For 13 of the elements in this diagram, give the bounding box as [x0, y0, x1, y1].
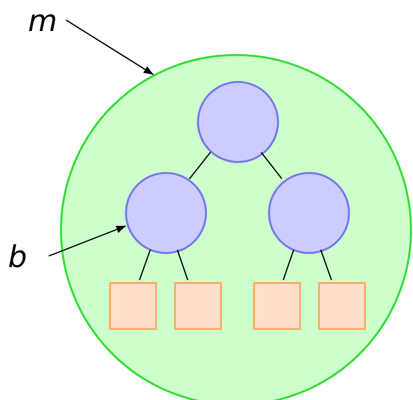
connector-line [138, 249, 151, 280]
connector-line [282, 250, 294, 280]
leader-arrow [66, 20, 154, 76]
square-node [318, 282, 366, 330]
square-node [174, 282, 222, 330]
square-node [109, 282, 157, 330]
variable-label: m [28, 7, 58, 37]
connector-line [320, 249, 332, 280]
connector-line [176, 250, 188, 280]
connector-line [188, 152, 212, 180]
connector-line [260, 152, 282, 180]
square-node [253, 282, 301, 330]
variable-label: b [8, 243, 28, 273]
